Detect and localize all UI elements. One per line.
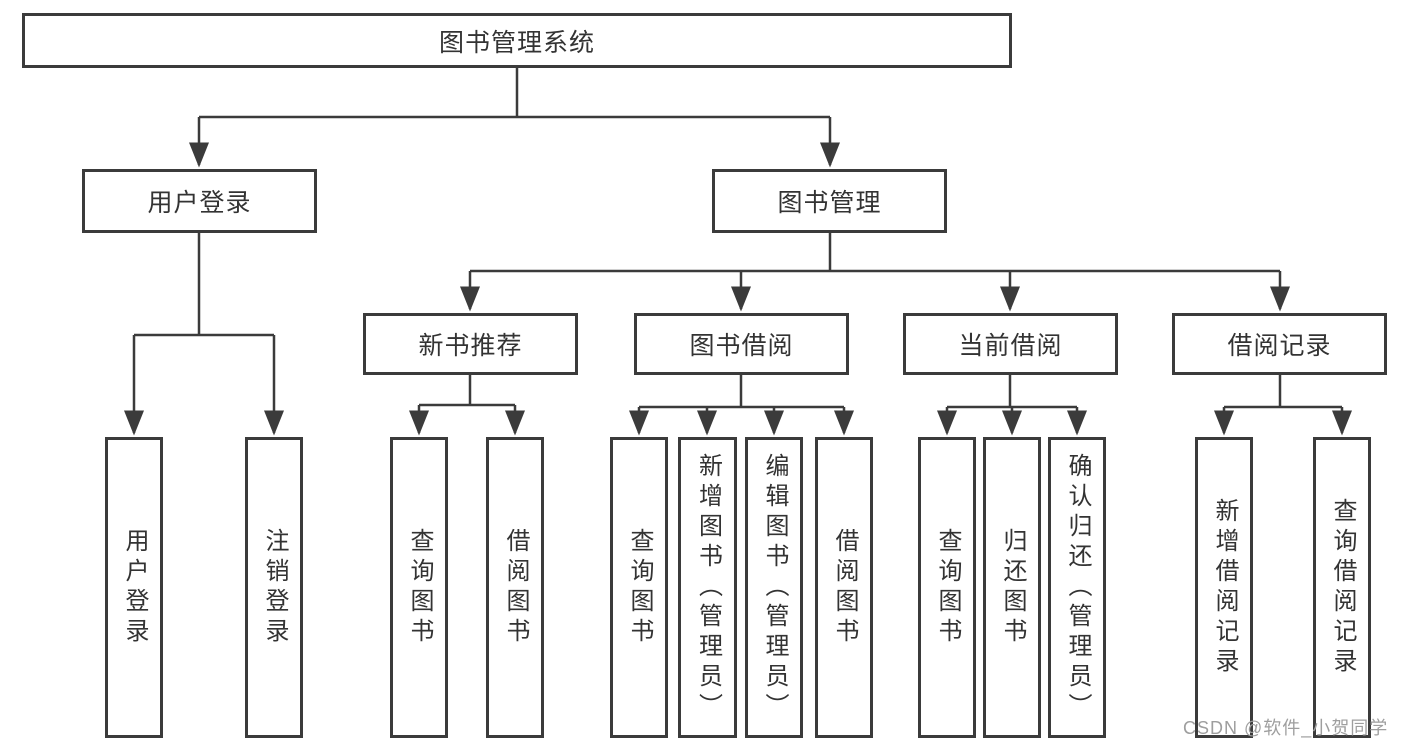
leaf-query-borrow-record: 查询借阅记录 xyxy=(1313,437,1371,738)
node-current-borrow: 当前借阅 xyxy=(903,313,1118,375)
leaf-label: 归还图书 xyxy=(999,527,1026,648)
leaf-user-login: 用户登录 xyxy=(105,437,163,738)
leaf-borrow-books-recommend: 借阅图书 xyxy=(486,437,544,738)
leaf-confirm-return-admin: 确认归还（管理员） xyxy=(1048,437,1106,738)
leaf-query-books-borrow: 查询图书 xyxy=(610,437,668,738)
leaf-label: 新增图书（管理员） xyxy=(694,452,722,723)
leaf-label: 查询图书 xyxy=(406,527,433,648)
leaf-label: 借阅图书 xyxy=(831,527,858,648)
leaf-borrow-books: 借阅图书 xyxy=(815,437,873,738)
node-root: 图书管理系统 xyxy=(22,13,1012,68)
leaf-label: 借阅图书 xyxy=(502,527,529,648)
node-user-login: 用户登录 xyxy=(82,169,317,233)
leaf-label: 编辑图书（管理员） xyxy=(761,452,788,723)
leaf-label: 新增借阅记录 xyxy=(1211,497,1238,678)
leaf-label: 查询图书 xyxy=(626,527,653,648)
node-book-borrow: 图书借阅 xyxy=(634,313,849,375)
leaf-label: 用户登录 xyxy=(121,527,148,648)
leaf-edit-book-admin: 编辑图书（管理员） xyxy=(745,437,803,738)
leaf-add-book-admin: 新增图书（管理员） xyxy=(678,437,737,738)
leaf-label: 注销登录 xyxy=(261,527,288,648)
watermark: CSDN @软件_小贺同学 xyxy=(1183,718,1389,738)
leaf-label: 确认归还（管理员） xyxy=(1064,452,1091,723)
leaf-logout: 注销登录 xyxy=(245,437,303,738)
leaf-query-books-current: 查询图书 xyxy=(918,437,976,738)
node-new-book-recommend: 新书推荐 xyxy=(363,313,578,375)
leaf-return-books: 归还图书 xyxy=(983,437,1041,738)
leaf-label: 查询借阅记录 xyxy=(1329,497,1356,678)
node-borrow-records: 借阅记录 xyxy=(1172,313,1387,375)
leaf-label: 查询图书 xyxy=(934,527,961,648)
leaf-add-borrow-record: 新增借阅记录 xyxy=(1195,437,1253,738)
leaf-query-books-recommend: 查询图书 xyxy=(390,437,448,738)
node-book-management: 图书管理 xyxy=(712,169,947,233)
